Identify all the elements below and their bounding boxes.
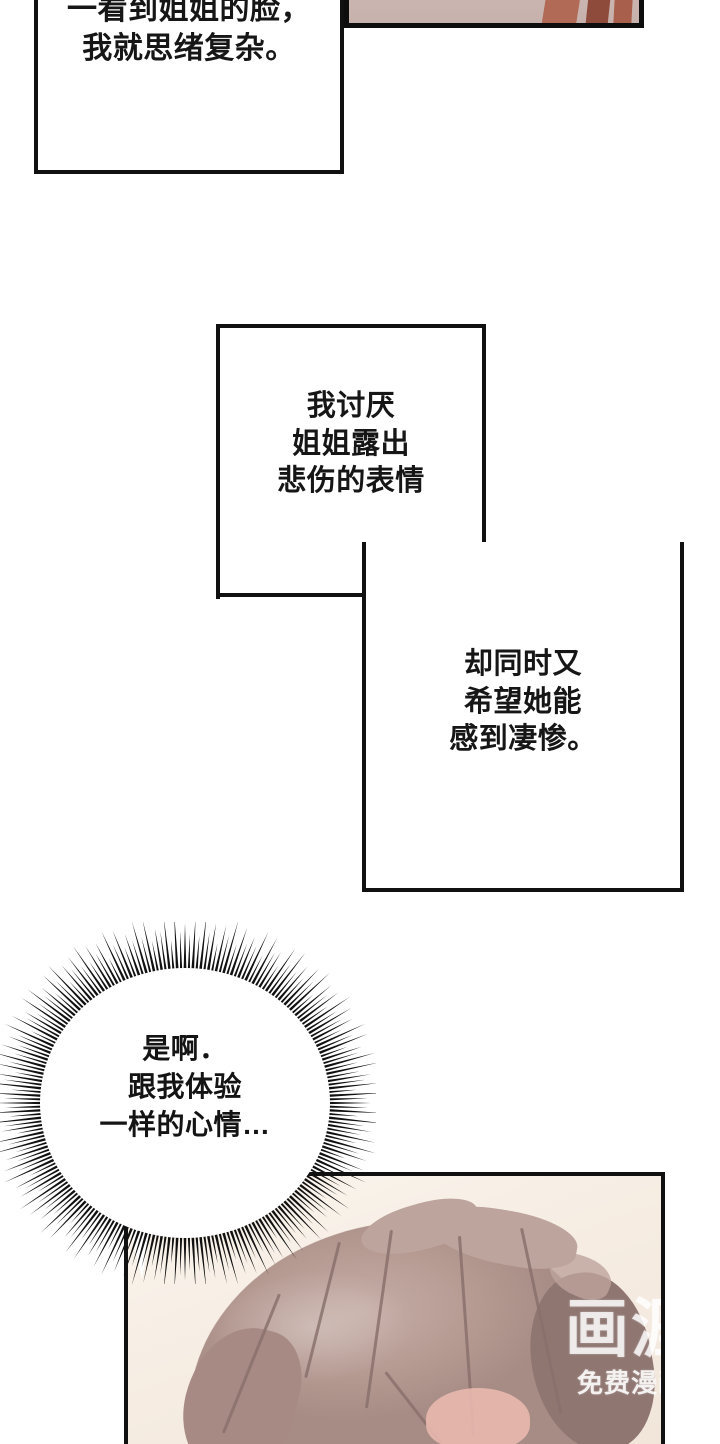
- forehead-fringe: [426, 1388, 530, 1444]
- balloon-text: 是啊． 跟我体验 一样的心情…: [99, 1033, 271, 1141]
- balloon-body: [40, 968, 330, 1238]
- bottom-art-panel: 画涯 免费漫画: [124, 1172, 665, 1444]
- top-narration-text: 一看到姐姐的脸， 我就思绪复杂。: [67, 0, 311, 65]
- middle-upper-narration-text: 我讨厌 姐姐露出 悲伤的表情: [277, 390, 425, 498]
- top-narration-panel: 一看到姐姐的脸， 我就思绪复杂。: [34, 0, 344, 174]
- spiky-thought-balloon: 是啊． 跟我体验 一样的心情…: [0, 922, 376, 1284]
- top-right-art-sliver: [344, 0, 644, 28]
- middle-lower-narration-panel: 却同时又 希望她能 感到凄惨。: [362, 542, 684, 892]
- panel-step-ledge-left: [216, 593, 486, 597]
- balloon-spikes-icon: [0, 922, 376, 1284]
- panel-seam-mask: [366, 538, 480, 548]
- middle-lower-narration-text: 却同时又 希望她能 感到凄惨。: [449, 648, 597, 756]
